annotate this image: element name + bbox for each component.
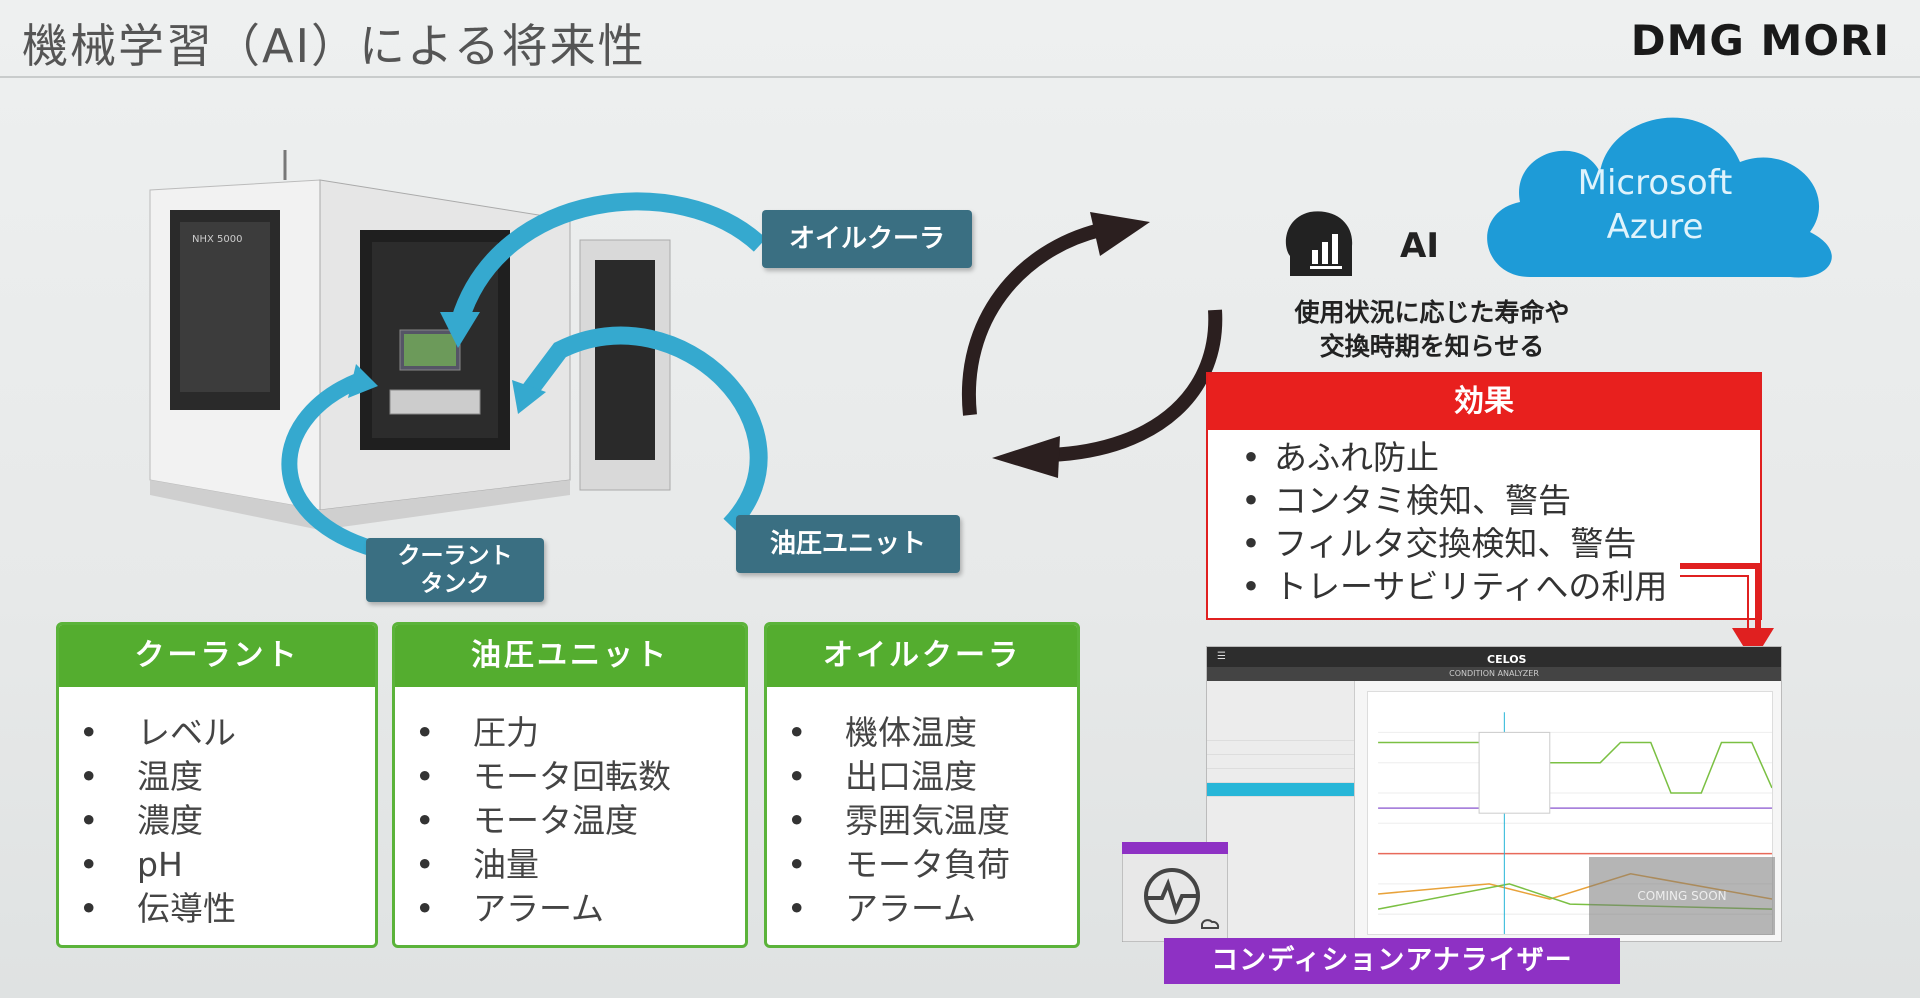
cloud-icon: Microsoft Azure <box>1487 117 1832 278</box>
effect-item: トレーサビリティへの利用 <box>1228 565 1760 608</box>
effect-list: あふれ防止 コンタミ検知、警告 フィルタ交換検知、警告 トレーサビリティへの利用 <box>1208 430 1760 608</box>
analyzer-subtitle: CONDITION ANALYZER <box>1207 667 1781 681</box>
analyzer-topbar: ☰ CELOS <box>1207 647 1781 667</box>
list-item: 温度 <box>79 755 375 799</box>
cloud-text-line2: Azure <box>1607 207 1704 247</box>
brand-logo: DMG MORI <box>1630 16 1890 65</box>
list-item: pH <box>79 843 375 887</box>
flow-arrows <box>281 192 768 563</box>
list-item: 油量 <box>415 843 745 887</box>
list-item: 濃度 <box>79 799 375 843</box>
list-item: 出口温度 <box>787 755 1077 799</box>
callout-oil-cooler: オイルクーラ <box>762 210 972 268</box>
list-item: 圧力 <box>415 711 745 755</box>
sidebar-item <box>1207 755 1354 769</box>
cycle-arrows-icon <box>961 212 1223 478</box>
sidebar-item-active <box>1207 783 1354 797</box>
card-hydraulic-unit: 油圧ユニット 圧力 モータ回転数 モータ温度 油量 アラーム <box>392 622 748 948</box>
effect-item: あふれ防止 <box>1228 436 1760 479</box>
callout-hydraulic-unit: 油圧ユニット <box>736 515 960 573</box>
list-item: アラーム <box>415 887 745 931</box>
list-item: モータ回転数 <box>415 755 745 799</box>
menu-icon: ☰ <box>1217 651 1226 662</box>
effect-title: 効果 <box>1208 374 1760 430</box>
effect-item: コンタミ検知、警告 <box>1228 479 1760 522</box>
card-oil-cooler-list: 機体温度 出口温度 雰囲気温度 モータ負荷 アラーム <box>767 687 1077 931</box>
list-item: アラーム <box>787 887 1077 931</box>
ai-description: 使用状況に応じた寿命や 交換時期を知らせる <box>1262 296 1602 364</box>
list-item: 雰囲気温度 <box>787 799 1077 843</box>
list-item: レベル <box>79 711 375 755</box>
card-coolant: クーラント レベル 温度 濃度 pH 伝導性 <box>56 622 378 948</box>
down-arrow-icon <box>1680 563 1774 662</box>
list-item: モータ温度 <box>415 799 745 843</box>
card-hydraulic-unit-title: 油圧ユニット <box>395 625 745 687</box>
card-hydraulic-unit-list: 圧力 モータ回転数 モータ温度 油量 アラーム <box>395 687 745 931</box>
list-item: モータ負荷 <box>787 843 1077 887</box>
callout-coolant-tank: クーラント タンク <box>366 538 544 602</box>
callout-coolant-tank-line1: クーラント <box>397 543 513 569</box>
ai-description-line2: 交換時期を知らせる <box>1319 332 1545 361</box>
condition-analyzer-app-icon <box>1122 842 1228 942</box>
analyzer-sidebar <box>1207 681 1355 941</box>
card-oil-cooler-title: オイルクーラ <box>767 625 1077 687</box>
slide-title: 機械学習（AI）による将来性 <box>22 19 646 73</box>
coming-soon-overlay: COMING SOON <box>1589 857 1775 935</box>
sidebar-item <box>1207 681 1354 741</box>
card-coolant-list: レベル 温度 濃度 pH 伝導性 <box>59 687 375 931</box>
slide-header: 機械学習（AI）による将来性 DMG MORI <box>0 0 1920 78</box>
card-oil-cooler: オイルクーラ 機体温度 出口温度 雰囲気温度 モータ負荷 アラーム <box>764 622 1080 948</box>
condition-analyzer-screenshot: ☰ CELOS CONDITION ANALYZER COMING SOON <box>1206 646 1782 942</box>
sidebar-item <box>1207 769 1354 783</box>
effect-panel: 効果 あふれ防止 コンタミ検知、警告 フィルタ交換検知、警告 トレーサビリティへ… <box>1206 372 1762 620</box>
sidebar-item <box>1207 741 1354 755</box>
machine-model-label: NHX 5000 <box>192 234 242 245</box>
cloud-text-line1: Microsoft <box>1578 163 1733 203</box>
card-coolant-title: クーラント <box>59 625 375 687</box>
callout-coolant-tank-line2: タンク <box>420 571 490 597</box>
list-item: 伝導性 <box>79 887 375 931</box>
analyzer-app-logo: CELOS <box>1487 653 1527 666</box>
list-item: 機体温度 <box>787 711 1077 755</box>
ai-label: AI <box>1400 226 1439 266</box>
condition-analyzer-label: コンディションアナライザー <box>1164 938 1620 984</box>
effect-item: フィルタ交換検知、警告 <box>1228 522 1760 565</box>
ai-description-line1: 使用状況に応じた寿命や <box>1294 298 1570 327</box>
ai-head-icon <box>1285 211 1353 276</box>
